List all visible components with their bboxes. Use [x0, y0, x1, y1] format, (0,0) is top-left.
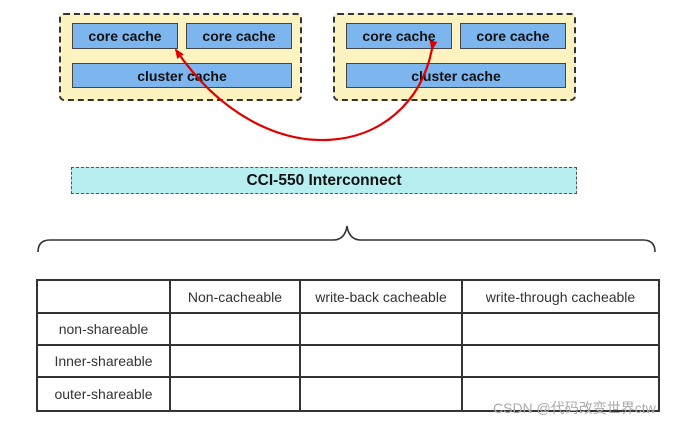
table-rule — [36, 312, 660, 314]
table-border-left — [36, 279, 38, 412]
column-header: write-through cacheable — [485, 288, 636, 305]
row-header: outer-shareable — [54, 386, 153, 402]
table-rule — [36, 344, 660, 346]
cluster-cache-box: cluster cache — [72, 63, 292, 88]
table-border-bottom — [36, 410, 660, 412]
table-rule — [461, 279, 463, 412]
core-cache-box: core cache — [460, 23, 566, 49]
memory-attribute-table: Non-cacheable write-back cacheable write… — [36, 279, 660, 412]
table-rule — [299, 279, 301, 412]
cluster-cache-box: cluster cache — [346, 63, 566, 88]
column-header: Non-cacheable — [187, 288, 283, 305]
table-rule — [36, 376, 660, 378]
watermark: CSDN @代码改变世界ctw — [493, 400, 656, 416]
core-cache-box: core cache — [72, 23, 178, 49]
core-cache-box: core cache — [186, 23, 292, 49]
curly-brace — [37, 225, 656, 253]
cluster-left: core cache core cache cluster cache — [59, 13, 302, 101]
column-header: write-back cacheable — [315, 288, 447, 305]
table-border-right — [658, 279, 660, 412]
cluster-right: core cache core cache cluster cache — [333, 13, 576, 101]
row-header: non-shareable — [58, 321, 149, 337]
table-rule — [169, 279, 171, 412]
core-cache-box: core cache — [346, 23, 452, 49]
row-header: Inner-shareable — [54, 353, 153, 369]
table-border-top — [36, 279, 660, 281]
interconnect-bar: CCI-550 Interconnect — [71, 167, 577, 194]
